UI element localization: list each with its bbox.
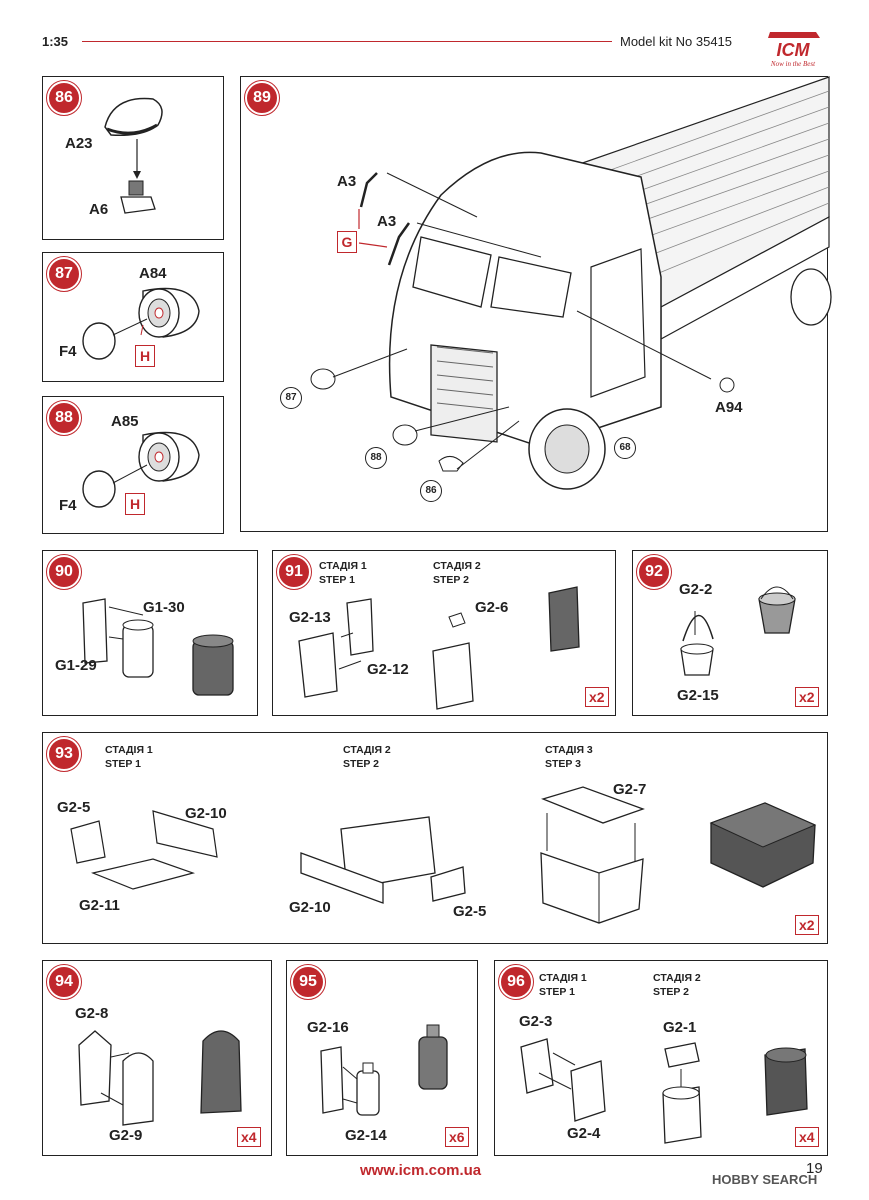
- step-92-panel: 92 G2-2 G2-15 x2: [632, 550, 828, 716]
- headlight-cover-drawing: [104, 97, 163, 214]
- jerrycan-drawing: [298, 586, 580, 710]
- step-number: 93: [46, 736, 82, 772]
- part-label: G1-29: [55, 657, 97, 674]
- part-label: G1-30: [143, 599, 185, 616]
- icm-logo-icon: ICM Now in the Best: [760, 28, 826, 70]
- paint-mark-G: G: [337, 231, 357, 253]
- step-reference: 88: [365, 447, 387, 469]
- part-label: G2-4: [567, 1125, 601, 1142]
- crate-drawing: [70, 786, 817, 924]
- part-label: G2-9: [109, 1127, 143, 1144]
- step-reference: 87: [280, 387, 302, 409]
- part-label: A84: [139, 265, 167, 282]
- step-reference: 68: [614, 437, 636, 459]
- headlight-drawing: [82, 431, 200, 508]
- part-label: G2-5: [453, 903, 487, 920]
- step-number: 87: [46, 256, 82, 292]
- kit-number: Model kit No 35415: [620, 34, 733, 49]
- canister-drawing: [82, 598, 234, 696]
- quantity-badge: x6: [445, 1127, 469, 1147]
- part-label: G2-3: [519, 1013, 553, 1030]
- step-number: 91: [276, 554, 312, 590]
- step-89-panel: 89: [240, 76, 832, 532]
- quantity-badge: x2: [795, 915, 819, 935]
- step-87-panel: 87 A84 F4 H: [42, 252, 224, 382]
- paint-mark-H: H: [135, 345, 155, 367]
- paint-mark-H: H: [125, 493, 145, 515]
- quantity-badge: x4: [237, 1127, 261, 1147]
- quantity-badge: x2: [795, 687, 819, 707]
- logo-text: ICM: [777, 40, 811, 60]
- part-label: G2-10: [185, 805, 227, 822]
- part-label: G2-5: [57, 799, 91, 816]
- part-label: G2-12: [367, 661, 409, 678]
- part-label: F4: [59, 343, 77, 360]
- step-number: 96: [498, 964, 534, 1000]
- part-label: A6: [89, 201, 109, 218]
- truck-cab-drawing: [310, 76, 832, 490]
- part-label: F4: [59, 497, 77, 514]
- scale-label: 1:35: [42, 34, 69, 49]
- part-label: G2-8: [75, 1005, 109, 1022]
- part-label: A94: [715, 399, 743, 416]
- part-label: A85: [111, 413, 139, 430]
- part-label: G2-6: [475, 599, 509, 616]
- step-number: 86: [46, 80, 82, 116]
- quantity-badge: x4: [795, 1127, 819, 1147]
- part-label: G2-10: [289, 899, 331, 916]
- headlight-drawing: [82, 287, 200, 360]
- part-label: G2-11: [79, 897, 120, 914]
- part-label: G2-14: [345, 1127, 387, 1144]
- step-reference: 86: [420, 480, 442, 502]
- step-94-panel: 94 G2-8 G2-9 x4: [42, 960, 272, 1156]
- step-number: 90: [46, 554, 82, 590]
- website-link[interactable]: www.icm.com.ua: [360, 1162, 482, 1179]
- header-rule: [82, 41, 612, 42]
- part-label: A23: [65, 135, 93, 152]
- bottle-drawing: [320, 1024, 448, 1116]
- page-number: 19: [806, 1160, 823, 1177]
- part-label: A3: [337, 173, 357, 190]
- part-label: G2-15: [677, 687, 719, 704]
- part-label: A3: [377, 213, 397, 230]
- sack-drawing: [78, 1030, 242, 1126]
- part-label: G2-7: [613, 781, 647, 798]
- step-number: 95: [290, 964, 326, 1000]
- step-90-panel: 90 G1-30 G1-29: [42, 550, 258, 716]
- step-number: 89: [244, 80, 280, 116]
- step-88-panel: 88 A85 F4 H: [42, 396, 224, 534]
- step-95-panel: 95 G2-16 G2-14 x6: [286, 960, 478, 1156]
- part-label: G2-16: [307, 1019, 349, 1036]
- step-number: 88: [46, 400, 82, 436]
- step-86-panel: 86 A23 A6: [42, 76, 224, 240]
- step-number: 92: [636, 554, 672, 590]
- bucket-drawing: [680, 586, 796, 676]
- logo-tagline: Now in the Best: [770, 60, 816, 68]
- watermark: HOBBY SEARCH: [712, 1172, 818, 1187]
- part-label: G2-1: [663, 1019, 697, 1036]
- part-label: G2-2: [679, 581, 713, 598]
- quantity-badge: x2: [585, 687, 609, 707]
- food-container-drawing: [520, 1038, 808, 1144]
- part-label: G2-13: [289, 609, 331, 626]
- step-number: 94: [46, 964, 82, 1000]
